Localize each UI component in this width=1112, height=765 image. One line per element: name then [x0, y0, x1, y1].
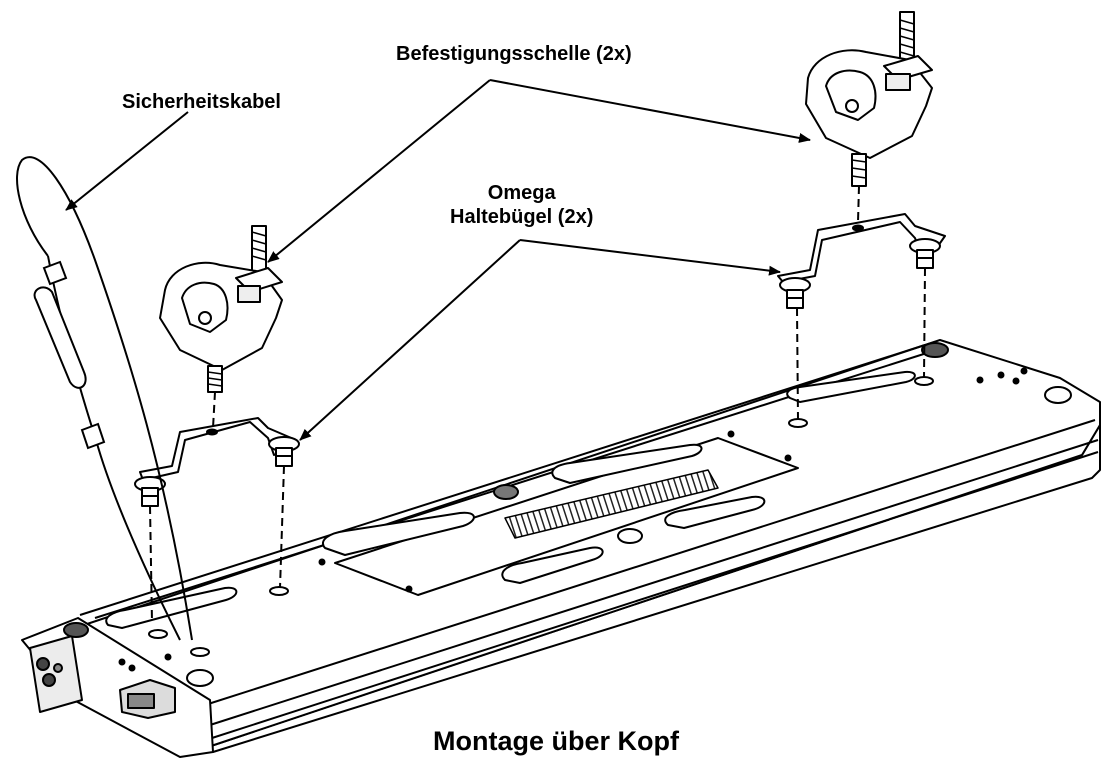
vent-grille — [504, 469, 719, 539]
callout-arrows — [65, 79, 811, 441]
arrow-cable — [65, 111, 189, 211]
omega-bracket-right — [777, 213, 946, 309]
label-omega-bracket: Omega Haltebügel (2x) — [450, 181, 593, 229]
label-mounting-clamp: Befestigungsschelle (2x) — [396, 43, 632, 65]
label-omega-line1: Omega — [487, 182, 556, 204]
safety-cable — [16, 156, 193, 641]
diagram-caption: Montage über Kopf — [433, 726, 679, 756]
label-omega-line2: Haltebügel (2x) — [450, 206, 594, 228]
omega-bracket-left — [134, 417, 300, 507]
arrow-clamp-right — [489, 79, 811, 143]
fixture-bar — [21, 339, 1101, 758]
arrow-omega-right — [519, 239, 781, 276]
arrow-omega-left — [299, 239, 521, 441]
clamp-right — [805, 11, 933, 187]
carabiner — [33, 286, 87, 389]
fixture-top-surface — [71, 339, 1101, 749]
arrow-clamp-left — [267, 79, 491, 263]
label-safety-cable: Sicherheitskabel — [122, 91, 281, 113]
alignment-lines — [149, 185, 926, 623]
clamp-left — [159, 225, 283, 393]
